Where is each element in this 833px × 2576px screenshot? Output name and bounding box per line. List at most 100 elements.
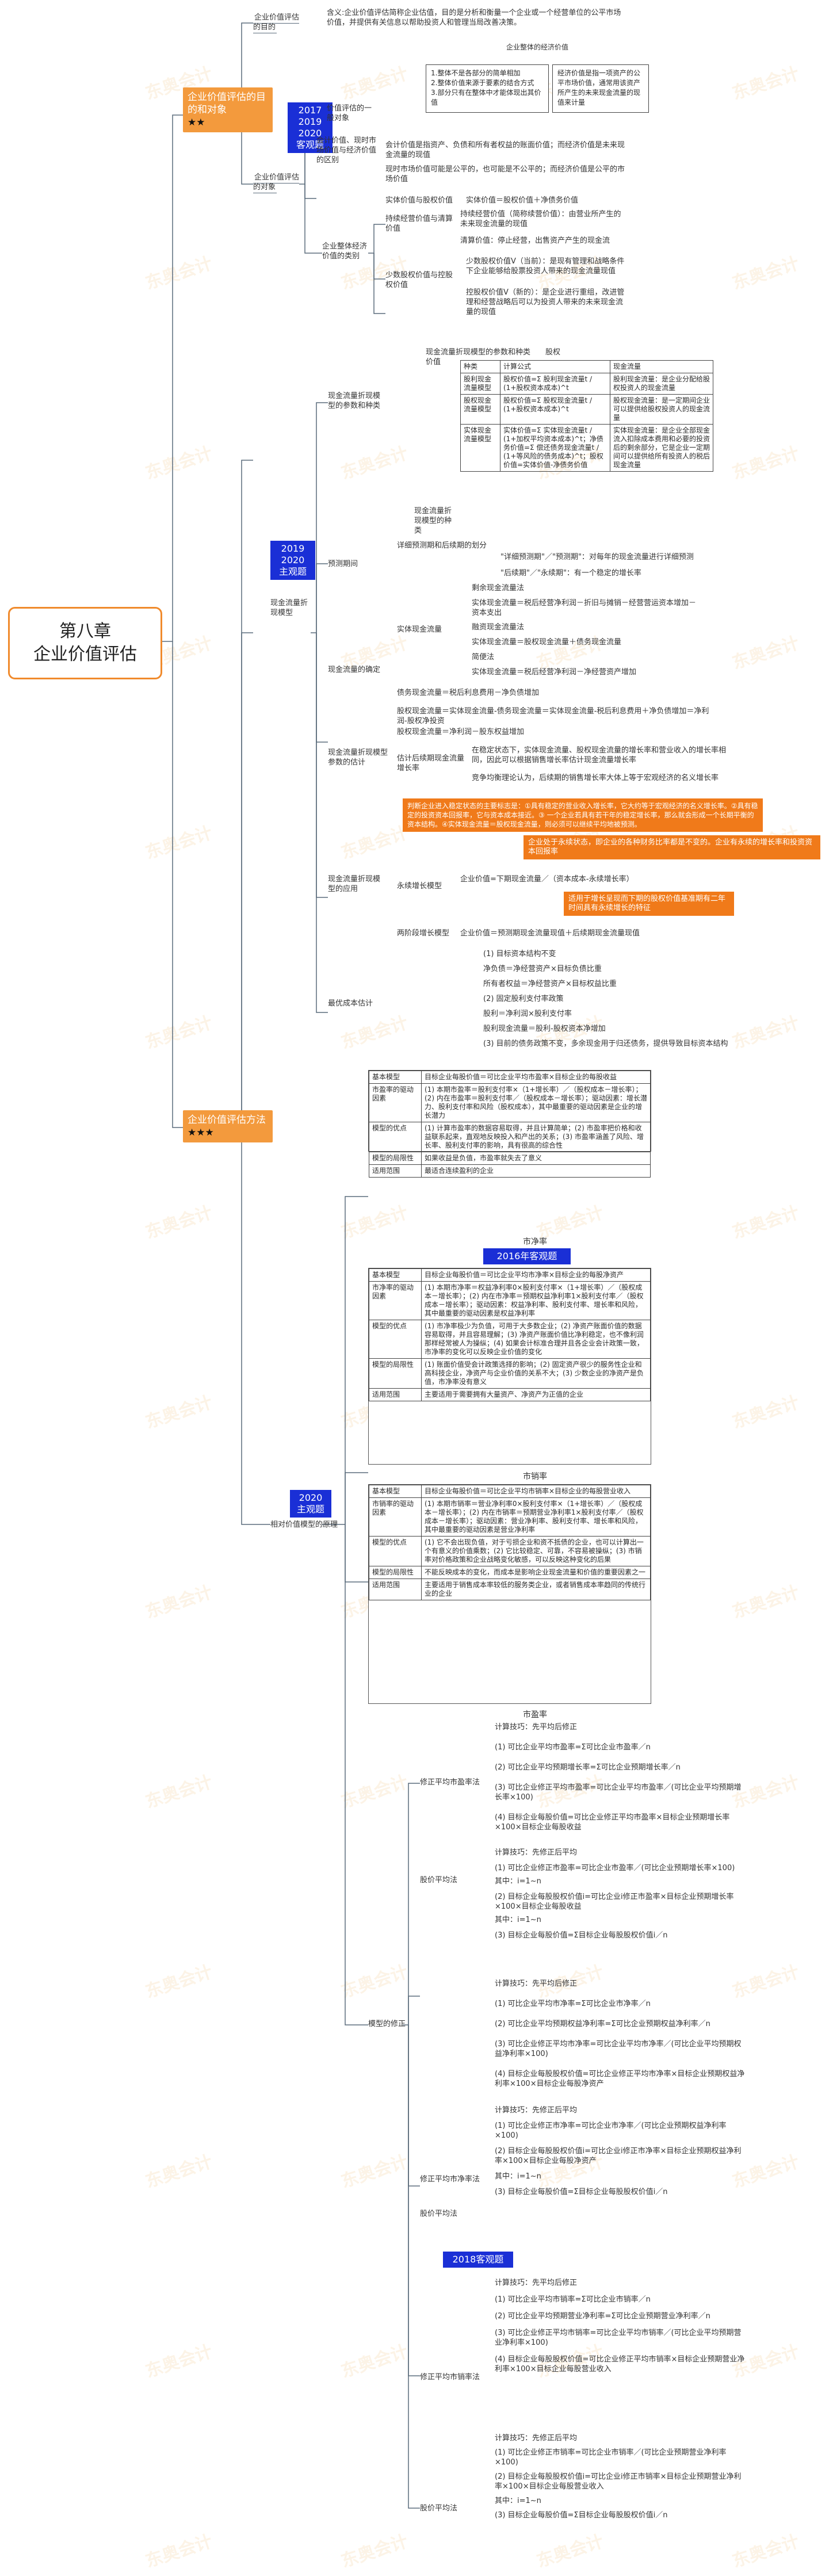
growth-rate-label[interactable]: 估计后续期现金流量增长率 xyxy=(397,754,465,773)
table-row: 基本模型目标企业每股价值＝可比企业平均市盈率×目标企业的每股收益 xyxy=(369,1071,651,1084)
model-modify-label[interactable]: 模型的修正 xyxy=(368,2020,406,2028)
dcf-model-kinds: 现金流量折现模型的种类 xyxy=(414,507,452,535)
branch-methods-stars: ★★★ xyxy=(188,1127,214,1138)
table-header: 现金流量 xyxy=(610,360,713,373)
debt-cash-flow: 债务现金流量＝税后利息费用－净负债增加 xyxy=(397,689,540,697)
mod-stock-avg-pe-items: 计算技巧：先修正后平均 (1) 可比企业修正市盈率=可比企业市盈率／(可比企业预… xyxy=(495,1848,735,1940)
mod-stock-avg-ps-label[interactable]: 股价平均法 xyxy=(420,2504,458,2513)
exam-tag-2020-subjective: 2020 主观题 xyxy=(290,1490,331,1518)
entity-cash-flow-label[interactable]: 实体现金流量 xyxy=(397,625,442,634)
exam-tag-2017-2020: 2017 2019 2020 客观题 xyxy=(288,102,333,153)
whole-note-top: 企业整体的经济价值 xyxy=(506,43,569,51)
pb-table-frame: 基本模型目标企业每股价值＝可比企业平均市净率×目标企业的每股净资产 市净率的驱动… xyxy=(368,1268,651,1465)
dcf-label[interactable]: 现金流量折现模型 xyxy=(270,599,308,617)
forecast-period-label[interactable]: 预测期间 xyxy=(328,560,358,568)
perpetual-note-1: 企业处于永续状态，即企业的各种财务比率都是不变的。企业有永续的增长率和投资资本回… xyxy=(524,835,820,859)
mod-avg-ps-label[interactable]: 修正平均市销率法 xyxy=(420,2373,480,2382)
exam-tag-2016: 2016年客观题 xyxy=(483,1248,571,1264)
ps-table-frame: 基本模型目标企业每股价值＝可比企业平均市销率×目标企业的每股营业收入 市销率的驱… xyxy=(368,1484,651,1704)
object-label[interactable]: 企业价值评估的对象 xyxy=(253,173,304,193)
ps-title: 市销率 xyxy=(523,1472,547,1481)
table-header: 计算公式 xyxy=(500,360,610,373)
step-fixed-dividend: (2) 固定股利支付率政策 xyxy=(483,995,564,1003)
pe-table-frame: 基本模型目标企业每股价值＝可比企业平均市盈率×目标企业的每股收益 市盈率的驱动因… xyxy=(368,1070,651,1178)
whole-object-label[interactable]: 价值评估的一般对象 xyxy=(327,104,372,123)
entity-equity-label[interactable]: 实体价值与股权价值 xyxy=(385,196,453,205)
entity-formula: 实体价值＝股权价值＋净债务价值 xyxy=(466,196,579,205)
cash-flow-label[interactable]: 现金流量的确定 xyxy=(328,666,381,674)
going-concern-1: 持续经营价值（简称续营价值）：由营业所产生的未来现金流量的现值 xyxy=(460,210,621,228)
cash-method-financing: 融资现金流量法 xyxy=(472,623,525,632)
branch-methods-title: 企业价值评估方法 xyxy=(188,1114,266,1126)
exam-tag-2018: 2018客观题 xyxy=(443,2252,513,2268)
step-dividend: 股利＝净利润×股利支付率 xyxy=(483,1010,572,1018)
table-row: 实体现金流量模型 实体价值=Σ 实体现金流量t / (1+加权平均资本成本)^t… xyxy=(460,424,713,472)
growth-rate-2: 竞争均衡理论认为，后续期的销售增长率大体上等于宏观经济的名义增长率 xyxy=(472,774,719,782)
relative-model-label[interactable]: 相对价值模型的原理 xyxy=(270,1520,338,1529)
exam-tag-2019-2020-subjective: 2019 2020 主观题 xyxy=(270,541,315,580)
mod-avg-pe-items: 计算技巧：先平均后修正 (1) 可比企业平均市盈率=Σ可比企业市盈率／n (2)… xyxy=(495,1723,742,1832)
growth-rate-1: 在稳定状态下，实体现金流量、股权现金流量的增长率和营业收入的增长率相同，因此可以… xyxy=(472,746,727,765)
mod-stock-avg-pb-label[interactable]: 股价平均法 xyxy=(420,2210,458,2218)
cash-method-simple-formula: 实体现金流量＝税后经营净利润－净经营资产增加 xyxy=(472,668,637,677)
step-equity: 所有者权益＝净经营资产×目标权益比重 xyxy=(483,980,617,988)
dcf-params-label[interactable]: 现金流量折现模型的参数和种类 xyxy=(328,392,381,410)
table-row: 股权现金流量模型 股权价值=Σ 股权现金流量t / (1+股权资本成本)^t 股… xyxy=(460,394,713,425)
forecast-continuing-period: "后续期"／"永续期"：有一个稳定的增长率 xyxy=(500,569,641,578)
value-difference-label[interactable]: 会计价值、现时市场价值与经济价值的区别 xyxy=(316,136,377,165)
forecast-detail-period: "详细预测期"／"预测期"：对每年的现金流量进行详细预测 xyxy=(500,553,694,561)
going-concern-2: 清算价值：停止经营，出售资产产生的现金流 xyxy=(460,236,610,245)
mod-stock-avg-pb-items: 计算技巧：先修正后平均 (1) 可比企业修正市净率=可比企业市净率／(可比企业预… xyxy=(495,2106,742,2196)
going-concern-label[interactable]: 持续经营价值与清算价值 xyxy=(385,215,453,233)
two-stage-label[interactable]: 两阶段增长模型 xyxy=(397,929,450,938)
capital-structure-label[interactable]: 最优成本估计 xyxy=(328,999,373,1008)
mod-avg-pb-label[interactable]: 修正平均市净率法 xyxy=(420,2175,480,2184)
value-types-label[interactable]: 企业整体经济价值的类别 xyxy=(322,242,368,261)
minority-value: 少数股权价值V（当前）：是现有管理和战略条件下企业能够给股票投资人带来的现金流量… xyxy=(466,257,625,276)
minority-control-label[interactable]: 少数股权价值与控股权价值 xyxy=(385,271,453,289)
branch-purpose-object[interactable]: 企业价值评估的目的和对象 ★★ xyxy=(183,87,273,132)
mod-avg-ps-items: 计算技巧：先平均后修正 (1) 可比企业平均市销率=Σ可比企业市销率／n (2)… xyxy=(495,2279,745,2374)
table-row: 市销率的驱动因素(1) 本期市销率＝营业净利率0×股利支付率×（1+增长率）／（… xyxy=(369,1497,651,1537)
branch-purpose-title: 企业价值评估的目的和对象 xyxy=(188,91,266,116)
dcf-model-table: 种类 计算公式 现金流量 股利现金流量模型 股权价值=Σ 股利现金流量t / (… xyxy=(460,360,713,472)
mod-avg-pe-label[interactable]: 修正平均市盈率法 xyxy=(420,1778,480,1787)
perpetual-growth-formula: 企业价值=下期现金流量／（资本成本-永续增长率） xyxy=(460,875,634,884)
equity-cash-flow-2: 股权现金流量＝净利润－股东权益增加 xyxy=(397,728,525,736)
purpose-label[interactable]: 企业价值评估的目的 xyxy=(253,13,304,33)
value-difference-2: 现时市场价值可能是公平的，也可能是不公平的；而经济价值是公平的市场价值 xyxy=(385,165,625,184)
whole-object-list: 1.整体不是各部分的简单相加 2.整体价值来源于要素的结合方式 3.部分只有在整… xyxy=(426,64,549,113)
mod-stock-avg-pe-label[interactable]: 股价平均法 xyxy=(420,1876,458,1885)
table-row: 模型的优点(1) 计算市盈率的数据容易取得，并且计算简单；(2) 市盈率把价格和… xyxy=(369,1122,651,1152)
two-stage-formula: 企业价值＝预测期现金流量现值＋后续期现金流量现值 xyxy=(460,929,640,938)
dcf-params-heading: 现金流量折现模型的参数和种类 股权价值 xyxy=(426,348,561,366)
root-topic[interactable]: 第八章 企业价值评估 xyxy=(8,607,162,679)
table-row: 适用范围最适合连续盈利的企业 xyxy=(369,1164,651,1178)
branch-purpose-stars: ★★ xyxy=(188,117,205,128)
perpetual-growth-label[interactable]: 永续增长模型 xyxy=(397,882,442,890)
branch-valuation-methods[interactable]: 企业价值评估方法 ★★★ xyxy=(183,1110,273,1142)
table-row: 模型的局限性不能反映成本的变化，而成本是影响企业现金流量和价值的重要因素之一 xyxy=(369,1566,651,1579)
table-row: 模型的优点(1) 市净率极少为负值，可用于大多数企业；(2) 净资产账面价值的数… xyxy=(369,1320,651,1359)
param-estimate-label[interactable]: 现金流量折现模型参数的估计 xyxy=(328,748,388,767)
table-row: 模型的局限性(1) 账面价值受会计政策选择的影响；(2) 固定资产很少的服务性企… xyxy=(369,1358,651,1389)
economic-value-note: 经济价值是指一项资产的公平市场价值，通常用该资产所产生的未来现金流量的现值来计量 xyxy=(552,64,649,113)
cash-method-residual-formula: 实体现金流量＝税后经营净利润－折旧与摊销－经营营运资本增加－资本支出 xyxy=(472,599,697,617)
cash-method-simple: 简便法 xyxy=(472,653,495,662)
value-difference-1: 会计价值是指资产、负债和所有者权益的账面价值；而经济价值是未来现金流量的现值 xyxy=(385,141,625,159)
control-value: 控股权价值V（新的）：是企业进行重组，改进管理和经营战略后可以为投资人带来的未来… xyxy=(466,288,625,316)
mod-avg-pb-items: 计算技巧：先平均后修正 (1) 可比企业平均市净率=Σ可比企业市净率／n (2)… xyxy=(495,1979,745,2088)
purpose-text: 含义:企业价值评估简称企业估值，目的是分析和衡量一个企业或一个经营单位的公平市场… xyxy=(327,9,621,27)
table-row: 适用范围主要适用于需要拥有大量资产、净资产为正值的企业 xyxy=(369,1388,651,1401)
dcf-application-label[interactable]: 现金流量折现模型的应用 xyxy=(328,875,381,893)
step-debt-policy: (3) 目前的债务政策不变，多余现金用于归还债务，提供导致目标资本结构 xyxy=(483,1039,728,1048)
step-dividend-cash: 股利现金流量＝股利-股权资本净增加 xyxy=(483,1025,606,1033)
equity-cash-flow: 股权现金流量＝实体现金流量-债务现金流量＝实体现金流量-税后利息费用＋净负债增加… xyxy=(397,707,709,725)
table-row: 模型的局限性如果收益是负值，市盈率就失去了意义 xyxy=(369,1152,651,1165)
pe-modify-title: 市盈率 xyxy=(523,1710,547,1719)
perpetual-note-2: 适用于增长呈现而下期的股权价值基准期有二年时间具有永续增长的特征 xyxy=(564,892,734,916)
table-row: 市净率的驱动因素(1) 本期市净率＝权益净利率0×股利支付率×（1+增长率）／（… xyxy=(369,1281,651,1320)
pb-title: 市净率 xyxy=(523,1237,547,1247)
table-row: 市盈率的驱动因素(1) 本期市盈率＝股利支付率×（1+增长率）／（股权成本－增长… xyxy=(369,1083,651,1122)
